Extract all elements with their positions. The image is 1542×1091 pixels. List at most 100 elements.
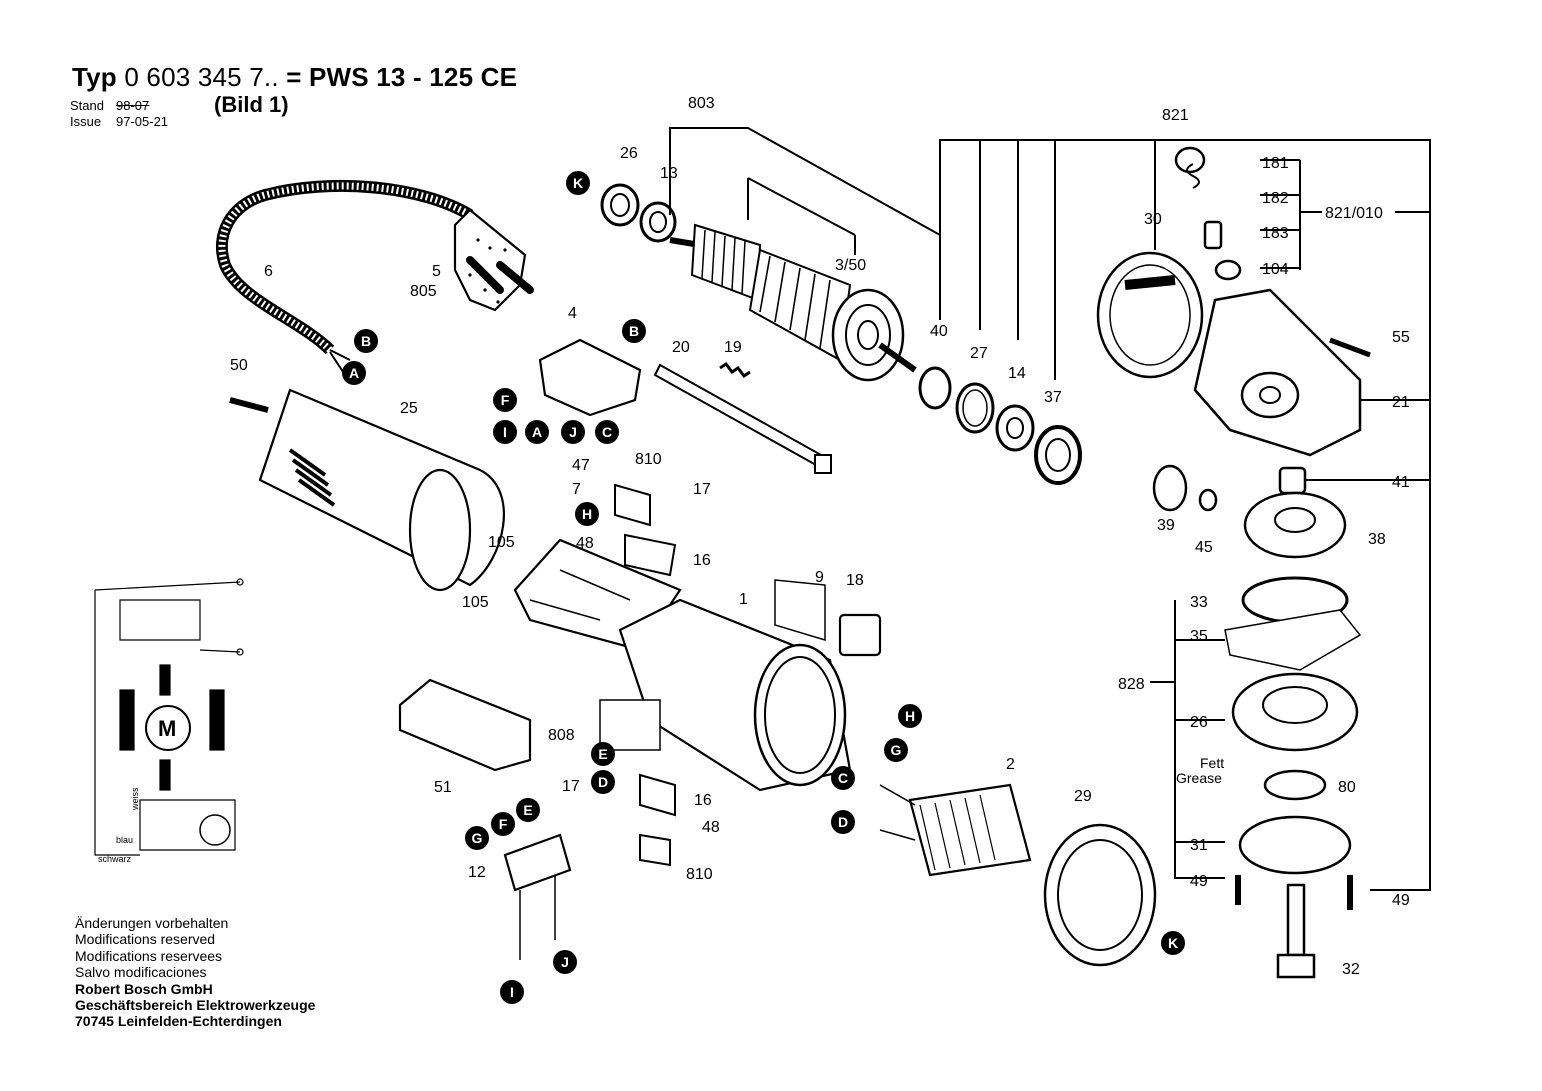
part-label: 1 [739, 591, 748, 608]
part-label: 39 [1157, 517, 1175, 534]
power-cable [215, 179, 474, 376]
wire-schwarz-label: schwarz [98, 854, 132, 864]
svg-text:A: A [532, 424, 542, 440]
part-label: 38 [1368, 531, 1386, 548]
slide-bar-20 [653, 363, 832, 474]
marker-j: J [561, 420, 585, 444]
part-label: 27 [970, 345, 988, 362]
part-label: 21 [1392, 394, 1410, 411]
marker-k: K [1161, 931, 1185, 955]
marker-e: E [516, 798, 540, 822]
part-label: 17 [693, 481, 711, 498]
part-label: 182 [1262, 190, 1289, 207]
part-numbers: 803 26 13 3/50 821 181 182 183 104 821/0… [230, 95, 1410, 978]
part-label: 821 [1162, 107, 1189, 124]
marker-d: D [831, 810, 855, 834]
svg-text:D: D [598, 774, 608, 790]
part-label: 803 [688, 95, 715, 112]
connection-markers: K B A B F I A J C H H G C D E D G F E J … [342, 171, 1185, 1004]
screw-55 [1329, 337, 1371, 358]
wire-blau-label: blau [116, 835, 133, 845]
switch-4 [538, 338, 642, 417]
pinion-39 [1152, 464, 1188, 512]
field-coil-2 [879, 783, 1032, 877]
gasket-35 [1224, 609, 1362, 671]
part-label: Fett [1200, 755, 1224, 771]
revision-info: Stand 98-07 Issue 97-05-21 [70, 98, 168, 130]
guard-31 [1238, 815, 1352, 875]
part-label: 26 [1190, 714, 1208, 731]
part-label: 41 [1392, 474, 1410, 491]
part-label: 2 [1006, 756, 1015, 773]
assembly-brackets [669, 127, 1431, 891]
part-label: 17 [562, 778, 580, 795]
part-label: 45 [1195, 539, 1213, 556]
button-181-183 [1174, 146, 1242, 281]
marker-d: D [591, 770, 615, 794]
marker-e: E [591, 742, 615, 766]
part-label: 7 [572, 481, 581, 498]
part-label: 828 [1118, 676, 1145, 693]
part-label: 29 [1074, 788, 1092, 805]
svg-text:E: E [598, 746, 607, 762]
stand-value: 98-07 [116, 98, 150, 113]
marker-k: K [566, 171, 590, 195]
wire-weiss-label: weiss [130, 787, 140, 811]
issue-label: Issue [70, 114, 102, 129]
svg-text:E: E [523, 802, 532, 818]
part-label: 4 [568, 305, 577, 322]
part-label: 105 [488, 534, 515, 551]
svg-text:H: H [582, 506, 592, 522]
marker-f: F [491, 812, 515, 836]
footer-company: Robert Bosch GmbH [75, 980, 213, 997]
footer-address: 70745 Leinfelden-Echterdingen [75, 1013, 282, 1030]
part-label: 26 [620, 145, 638, 162]
ring-27 [955, 382, 995, 434]
bearing-41 [1278, 466, 1307, 495]
schematic-labels: M weiss blau schwarz [98, 716, 176, 864]
bearing-26 [600, 183, 640, 227]
bevel-gear-38 [1243, 491, 1347, 559]
motor-symbol-label: M [158, 716, 176, 741]
wiring-schematic [94, 578, 244, 856]
armature [669, 223, 917, 382]
footer-line: Salvo modificaciones [75, 964, 207, 981]
part-label: 6 [264, 263, 273, 280]
marker-h: H [898, 704, 922, 728]
part-label: 183 [1262, 225, 1289, 242]
svg-text:F: F [499, 816, 508, 832]
bearing-14 [995, 404, 1035, 452]
part-label: 49 [1190, 873, 1208, 890]
part-label: 49 [1392, 892, 1410, 909]
svg-text:I: I [503, 424, 507, 440]
svg-text:K: K [1168, 935, 1178, 951]
type-number: 0 603 345 7.. [124, 62, 279, 92]
part-label: 50 [230, 357, 248, 374]
svg-text:B: B [629, 323, 639, 339]
marker-g: G [884, 738, 908, 762]
part-label: 19 [724, 339, 742, 356]
part-label: 810 [686, 866, 713, 883]
svg-text:C: C [838, 770, 848, 786]
part-label: 35 [1190, 628, 1208, 645]
footer-line: Änderungen vorbehalten [75, 915, 229, 931]
svg-text:G: G [891, 742, 902, 758]
marker-j: J [553, 950, 577, 974]
circlip-40 [918, 366, 952, 410]
part-label: 31 [1190, 837, 1208, 854]
svg-text:B: B [361, 333, 371, 349]
part-label: 33 [1190, 594, 1208, 611]
cover-51 [398, 678, 532, 772]
part-label: 105 [462, 594, 489, 611]
part-label: 808 [548, 727, 575, 744]
part-label: 805 [410, 283, 437, 300]
marker-i: I [493, 420, 517, 444]
svg-text:J: J [569, 424, 577, 440]
part-label: 3/50 [835, 257, 866, 274]
footer-line: Modifications reserved [75, 931, 216, 948]
part-label: 25 [400, 400, 418, 417]
brush-holders [599, 483, 677, 867]
part-label: 80 [1338, 779, 1356, 796]
svg-text:A: A [349, 365, 359, 381]
